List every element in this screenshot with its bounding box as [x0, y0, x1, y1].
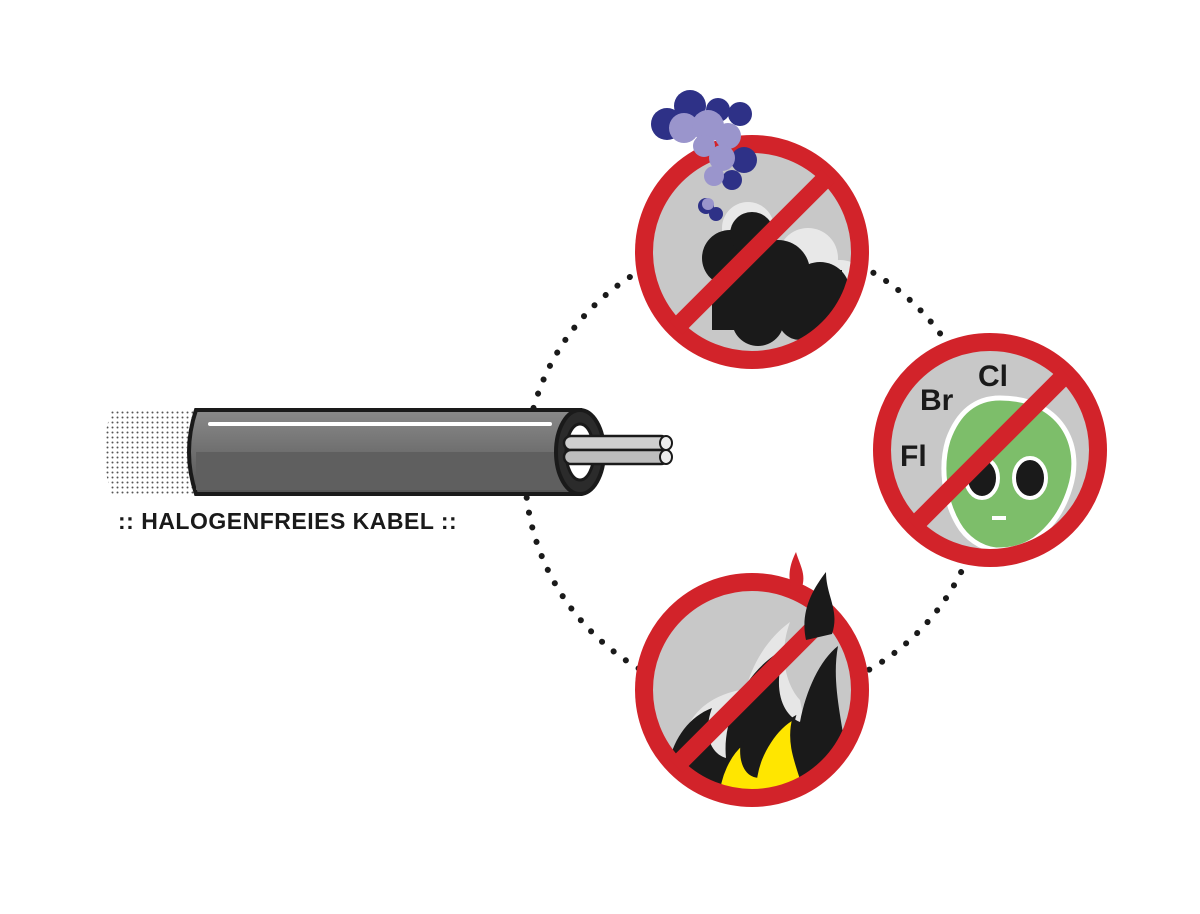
cable-icon	[104, 408, 673, 496]
flame-icon	[667, 622, 852, 798]
smoke-puffs	[651, 90, 757, 221]
fluorine-symbol: Fl	[900, 440, 927, 473]
chlorine-symbol: Cl	[978, 360, 1008, 393]
no-toxic-halogens-sign: Fl Br Cl	[873, 333, 1107, 567]
no-fire-sign	[635, 552, 869, 807]
cable-label: :: HALOGENFREIES KABEL ::	[118, 508, 458, 534]
inner-conductors	[562, 434, 673, 466]
flame-tips	[789, 552, 835, 640]
no-smoke-sign	[635, 90, 869, 369]
bromine-symbol: Br	[920, 384, 954, 417]
